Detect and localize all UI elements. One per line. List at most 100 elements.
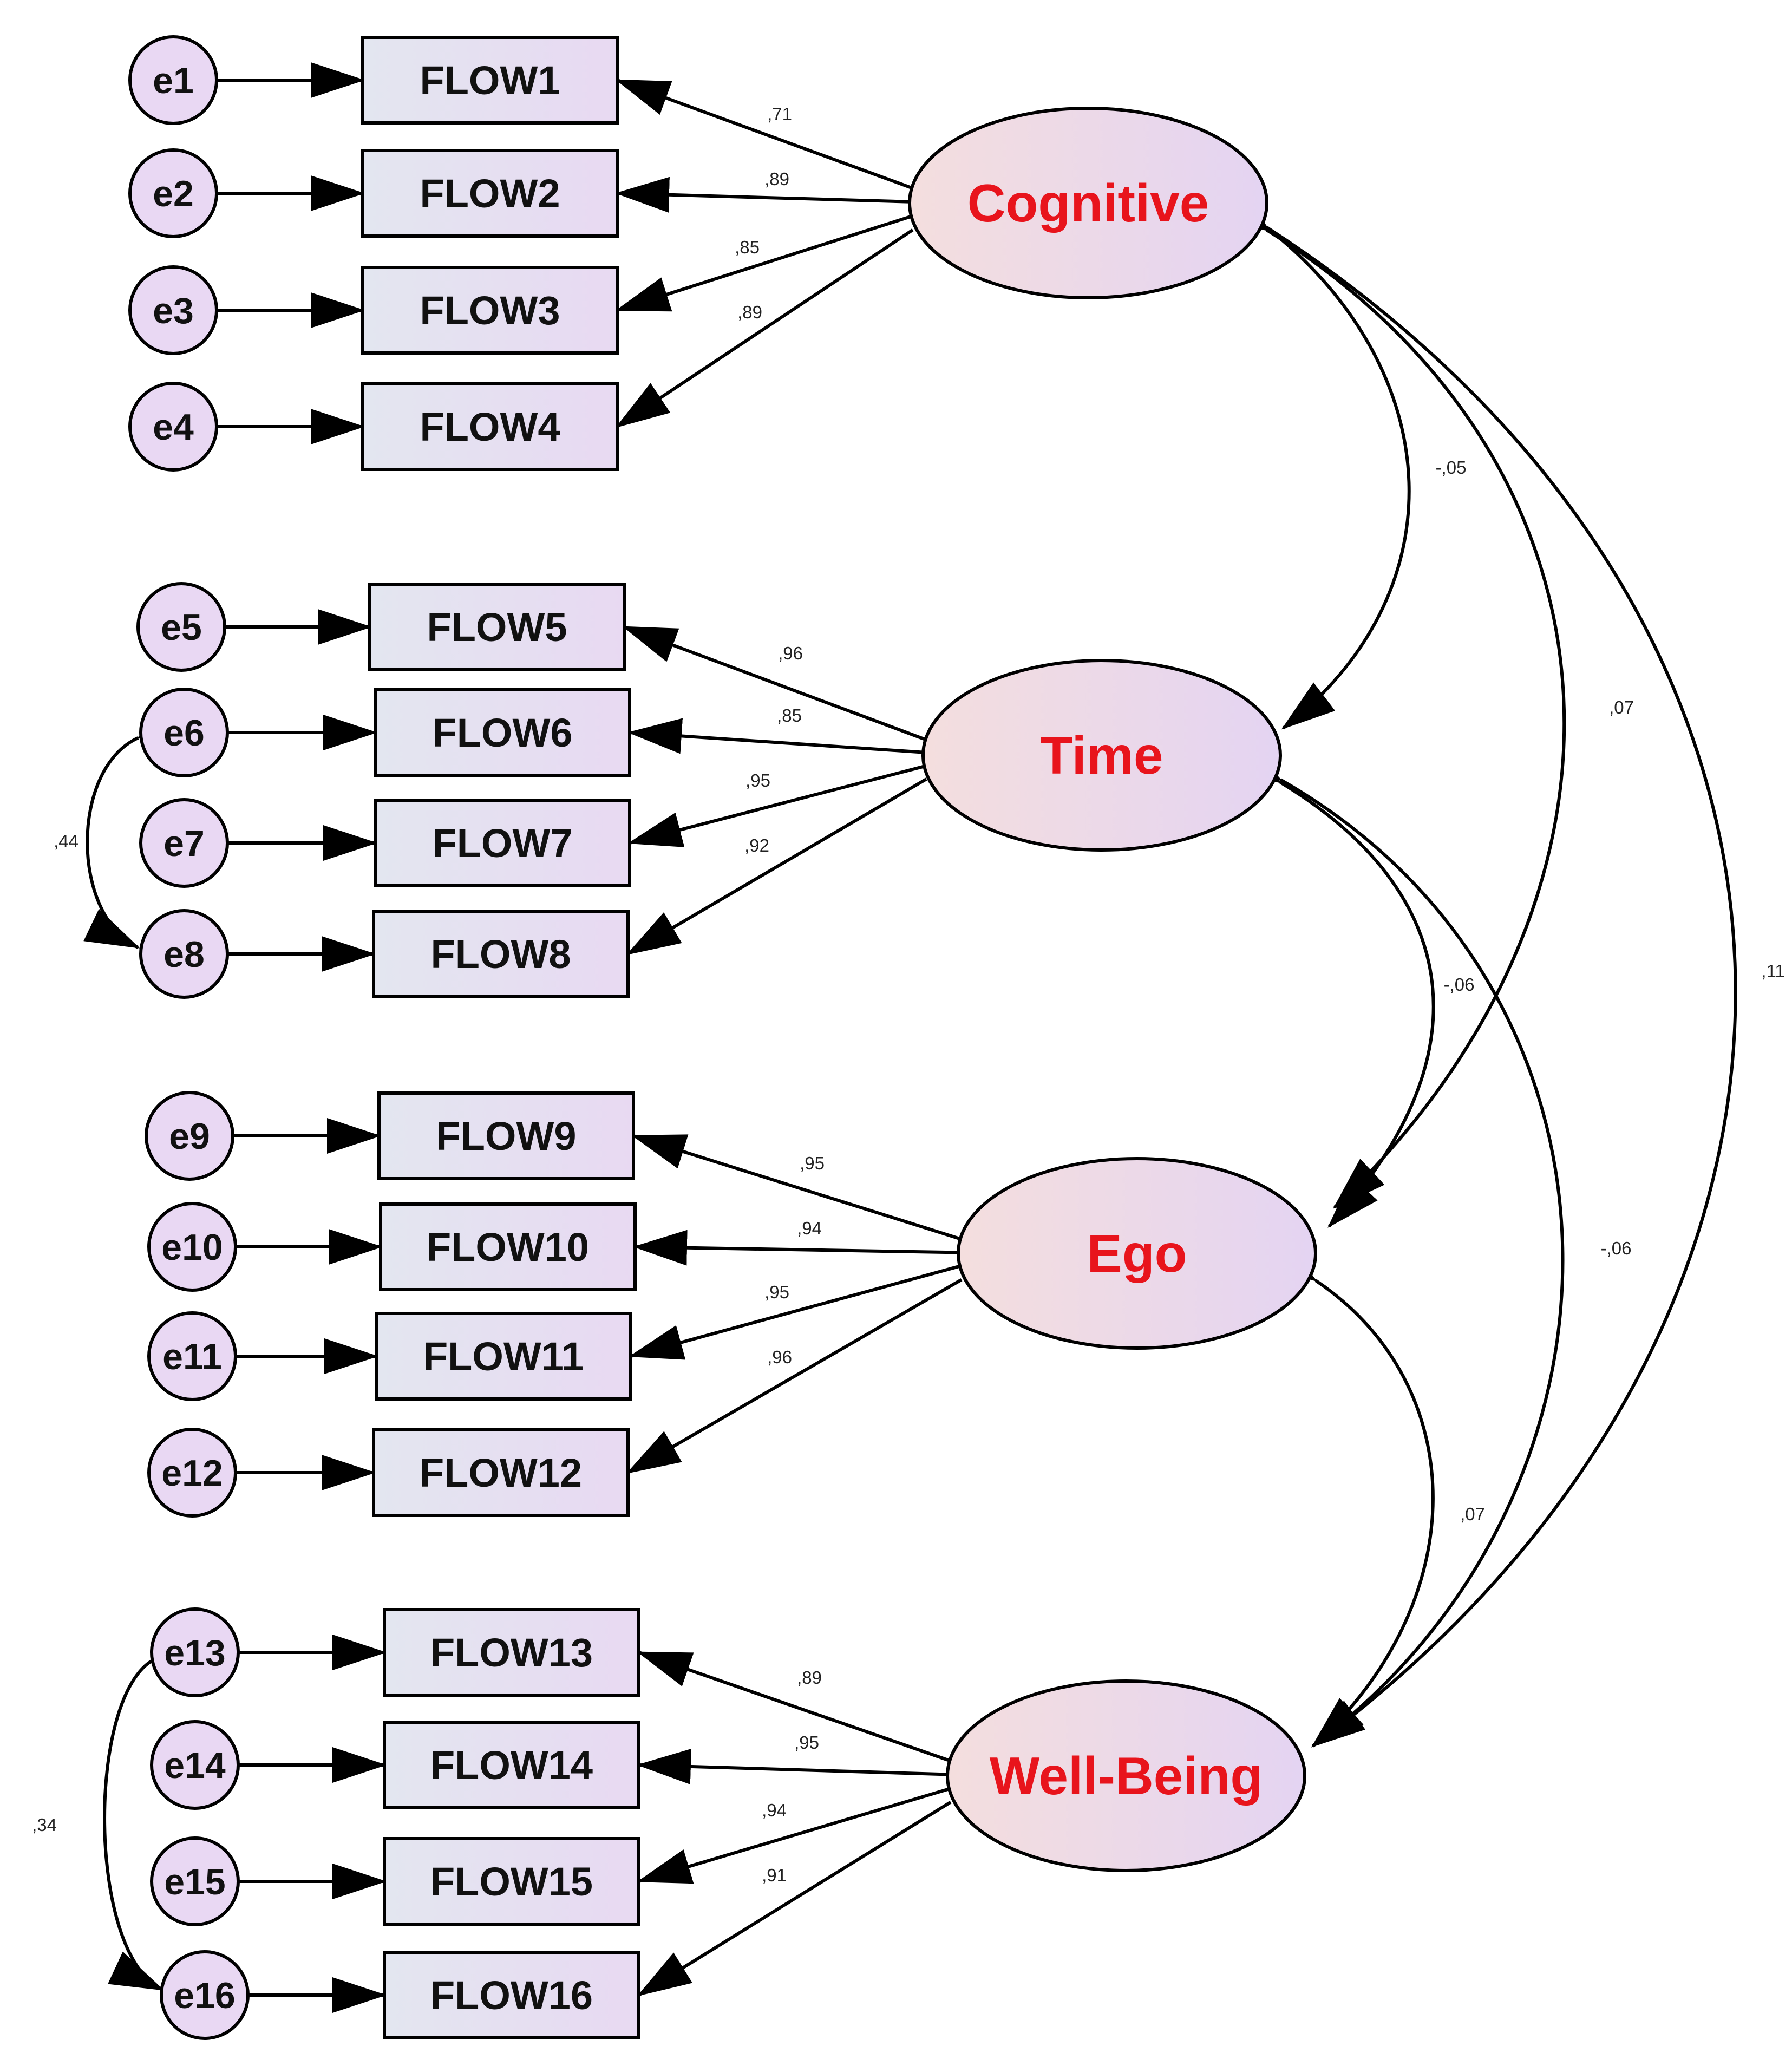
- error-term-3-label: e3: [153, 290, 194, 331]
- loading-path-13: [637, 1651, 951, 1763]
- indicator-flow4-label: FLOW4: [420, 404, 560, 449]
- error-term-14-label: e14: [164, 1745, 226, 1786]
- loading-path-2: [615, 176, 913, 213]
- loading-coefficient-9: ,95: [800, 1153, 825, 1173]
- indicator-flow11-label: FLOW11: [423, 1334, 584, 1379]
- indicator-flow15-box: [383, 1837, 640, 1926]
- loading-coefficient-8: ,92: [744, 835, 769, 855]
- latent-time-ellipse: [921, 659, 1282, 852]
- error-term-16-label: e16: [174, 1975, 235, 2016]
- latent-cognitive-ellipse: [908, 107, 1268, 299]
- indicator-flow6-box: [374, 688, 631, 777]
- indicator-flow12-box: [372, 1428, 630, 1517]
- error-term-2-circle: [128, 148, 218, 238]
- error-term-7-label: e7: [163, 823, 205, 864]
- covariance-cognitive-wellbeing-value: ,11: [1761, 961, 1784, 981]
- indicator-flow3-label: FLOW3: [420, 288, 560, 333]
- indicator-flow13-box: [383, 1608, 640, 1697]
- covariance-cognitive-time-value: -,05: [1436, 457, 1467, 478]
- covariance-time-ego-path: [1226, 740, 1435, 1228]
- error-term-1-circle: [128, 35, 218, 125]
- loading-path-6: [627, 718, 927, 754]
- loading-path-10: [633, 1230, 962, 1266]
- loading-path-12: [626, 1278, 963, 1474]
- error-term-3-circle: [128, 265, 218, 355]
- covariance-time-wellbeing-path: [1226, 738, 1565, 1748]
- latent-ego-label: Ego: [1087, 1224, 1187, 1283]
- error-term-5-circle: [136, 582, 226, 672]
- latent-wellbeing-ellipse: [946, 1679, 1306, 1872]
- error-term-16-circle: [160, 1950, 250, 2040]
- loading-coefficient-14: ,95: [794, 1732, 819, 1753]
- latent-ego-ellipse: [957, 1157, 1317, 1350]
- error-term-4-circle: [128, 382, 218, 472]
- covariance-cognitive-ego-value: ,07: [1609, 697, 1634, 717]
- error-term-8-label: e8: [163, 934, 205, 975]
- loading-path-7: [627, 764, 927, 847]
- latent-wellbeing-label: Well-Being: [990, 1746, 1263, 1806]
- error-term-12-circle: [147, 1428, 237, 1518]
- loading-coefficient-4: ,89: [737, 302, 762, 322]
- loading-coefficient-7: ,95: [745, 770, 770, 790]
- loading-path-16: [637, 1801, 952, 1997]
- covariance-cognitive-ego-path: [1213, 187, 1566, 1209]
- indicator-flow5-label: FLOW5: [427, 605, 567, 650]
- loading-coefficient-5: ,96: [778, 643, 803, 663]
- latent-cognitive-label: Cognitive: [967, 173, 1209, 233]
- indicator-flow15-label: FLOW15: [430, 1859, 593, 1904]
- loading-coefficient-13: ,89: [797, 1668, 822, 1688]
- indicator-flow2-label: FLOW2: [420, 171, 560, 216]
- latent-time-label: Time: [1041, 725, 1163, 785]
- error-covariance-e6-e8-path: [83, 700, 193, 949]
- covariance-cognitive-time-path: [1215, 181, 1411, 730]
- error-term-10-circle: [147, 1202, 237, 1292]
- error-term-4-label: e4: [153, 407, 194, 448]
- loading-path-1: [615, 79, 914, 190]
- loading-coefficient-16: ,91: [762, 1865, 787, 1885]
- error-term-6-label: e6: [163, 712, 205, 754]
- loading-path-9: [631, 1134, 962, 1241]
- indicator-flow9-box: [377, 1091, 635, 1180]
- indicator-flow4-box: [361, 382, 619, 471]
- error-term-15-circle: [150, 1836, 240, 1926]
- indicator-flow6-label: FLOW6: [433, 710, 573, 755]
- indicator-flow3-box: [361, 266, 619, 355]
- loading-path-4: [615, 228, 914, 428]
- error-term-8-circle: [139, 909, 229, 999]
- loading-coefficient-3: ,85: [735, 237, 760, 257]
- indicator-flow11-box: [375, 1312, 632, 1401]
- error-term-2-label: e2: [153, 173, 194, 214]
- error-term-13-circle: [150, 1607, 240, 1697]
- error-covariance-e13-e16-value: ,34: [32, 1815, 57, 1835]
- indicator-flow1-box: [361, 36, 619, 125]
- indicator-flow12-label: FLOW12: [420, 1450, 582, 1495]
- error-term-6-circle: [139, 688, 229, 777]
- indicator-flow8-box: [372, 910, 630, 998]
- loading-coefficient-11: ,95: [764, 1282, 789, 1302]
- loading-path-15: [637, 1787, 951, 1884]
- error-term-15-label: e15: [164, 1861, 225, 1902]
- indicator-flow10-box: [379, 1202, 637, 1291]
- loading-coefficient-6: ,85: [777, 705, 802, 725]
- error-term-11-circle: [147, 1311, 237, 1401]
- indicator-flow16-label: FLOW16: [430, 1973, 593, 2018]
- error-covariance-e6-e8-value: ,44: [54, 831, 79, 851]
- error-term-10-label: e10: [161, 1227, 223, 1268]
- indicator-flow13-label: FLOW13: [430, 1630, 593, 1675]
- error-term-11-label: e11: [162, 1336, 222, 1377]
- loading-path-5: [622, 625, 927, 742]
- error-term-1-label: e1: [153, 60, 194, 101]
- loading-coefficient-1: ,71: [767, 104, 792, 124]
- covariance-ego-wellbeing-path: [1262, 1236, 1435, 1748]
- error-term-13-label: e13: [164, 1632, 225, 1673]
- indicator-flow10-label: FLOW10: [427, 1225, 589, 1270]
- loading-coefficient-2: ,89: [764, 169, 789, 189]
- covariance-time-ego-value: -,06: [1444, 975, 1475, 995]
- indicator-flow7-box: [374, 799, 631, 887]
- indicator-flow7-label: FLOW7: [433, 821, 573, 866]
- paths-layer: [83, 62, 1737, 2013]
- loading-path-14: [637, 1748, 951, 1784]
- loading-path-11: [629, 1264, 962, 1360]
